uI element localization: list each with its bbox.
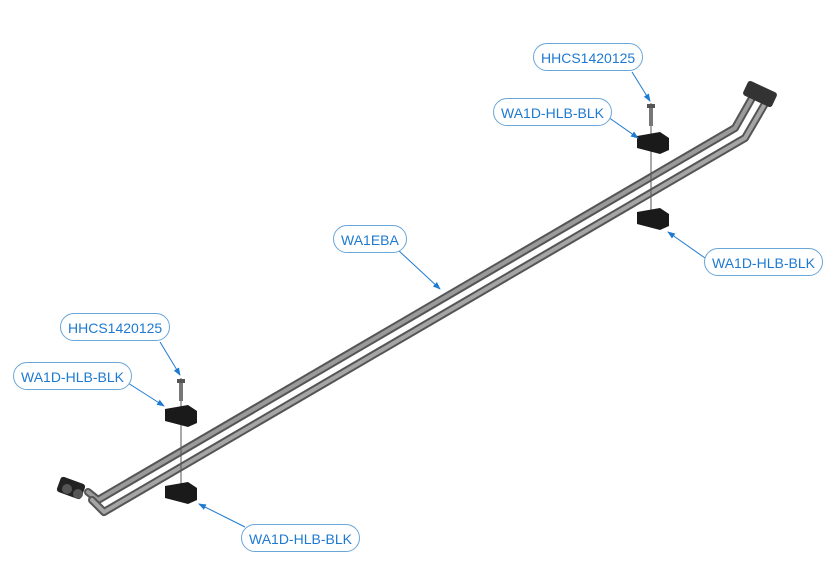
callout-clamp-left-upper[interactable]: WA1D-HLB-BLK [13, 362, 132, 390]
clamp-top-lower [637, 208, 669, 230]
bolt-top [647, 104, 655, 126]
callout-bolt-left[interactable]: HHCS1420125 [60, 313, 171, 341]
bolt-left [177, 379, 185, 401]
tube-assembly-wa1eba [84, 94, 770, 516]
callout-clamp-top-upper[interactable]: WA1D-HLB-BLK [493, 98, 612, 126]
right-end-fittings [743, 80, 777, 108]
leader-lines [127, 71, 706, 528]
callout-tube-assembly[interactable]: WA1EBA [333, 225, 407, 253]
callout-clamp-top-lower[interactable]: WA1D-HLB-BLK [704, 248, 823, 276]
callout-clamp-left-lower[interactable]: WA1D-HLB-BLK [241, 524, 360, 552]
left-end-fittings [56, 476, 86, 500]
clamp-left-upper [165, 405, 197, 427]
clamp-top-upper [637, 132, 669, 154]
callout-bolt-top[interactable]: HHCS1420125 [533, 43, 644, 71]
clamp-left-lower [165, 482, 197, 504]
